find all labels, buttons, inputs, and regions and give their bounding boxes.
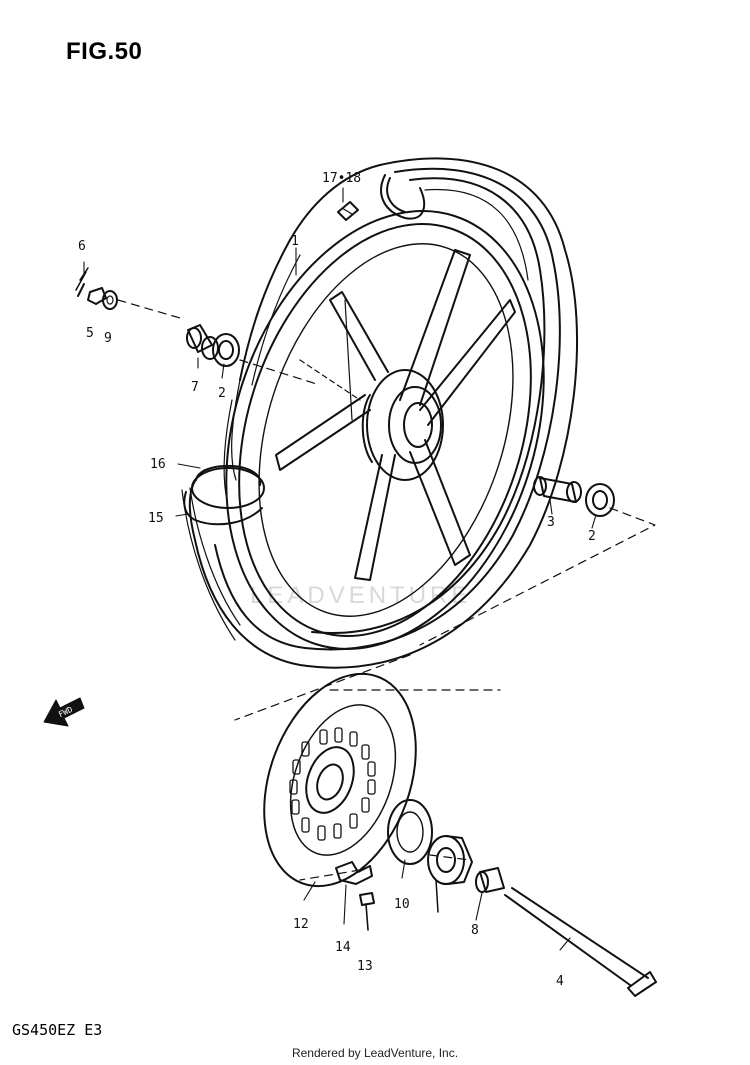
axle-collar — [475, 867, 505, 893]
wheel-spokes — [275, 249, 516, 581]
leader-lines — [83, 187, 597, 951]
callout-2b: 2 — [588, 529, 596, 544]
axle-nut-group — [75, 267, 118, 310]
disc-spacer-ring — [387, 799, 433, 865]
callout-14: 14 — [335, 940, 351, 955]
left-spacer-bearing — [186, 324, 240, 367]
wheel-rim — [225, 210, 545, 650]
watermark-text: LEADVENTURE — [250, 582, 471, 609]
brake-disc — [263, 672, 417, 888]
alignment-lines — [117, 299, 656, 881]
callout-8: 8 — [471, 923, 479, 938]
callout-9: 9 — [104, 331, 112, 346]
callout-4: 4 — [556, 974, 564, 989]
figure-title: FIG.50 — [66, 38, 143, 65]
callout-13: 13 — [357, 959, 373, 974]
callout-17-18: 17•18 — [322, 171, 361, 186]
callout-7: 7 — [191, 380, 199, 395]
speedometer-gearbox — [427, 835, 473, 913]
render-credit: Rendered by LeadVenture, Inc. — [291, 1046, 459, 1060]
callout-6: 6 — [78, 239, 86, 254]
front-axle — [504, 887, 657, 997]
right-spacer-bearing — [533, 476, 615, 517]
lock-plate-and-bolt — [335, 861, 375, 931]
callout-5: 5 — [86, 326, 94, 341]
valve-cap — [337, 174, 426, 221]
callout-16: 16 — [150, 457, 166, 472]
callout-labels: 1 2 2 3 4 5 6 7 8 9 10 12 13 14 15 16 17… — [78, 171, 596, 989]
callout-10: 10 — [394, 897, 410, 912]
callout-3: 3 — [547, 515, 555, 530]
callout-2a: 2 — [218, 386, 226, 401]
fwd-arrow-icon — [43, 697, 85, 727]
callout-1: 1 — [291, 234, 299, 249]
callout-15: 15 — [148, 511, 164, 526]
callout-12: 12 — [293, 917, 309, 932]
model-code: GS450EZ E3 — [12, 1021, 103, 1039]
wheel-hub — [361, 369, 444, 481]
